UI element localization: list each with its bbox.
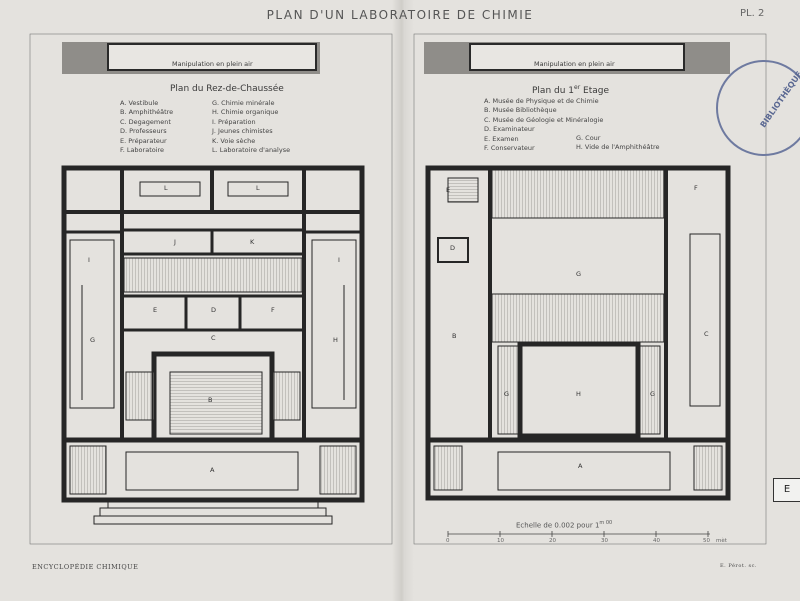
right-plan-title: Plan du 1er Etage (532, 84, 609, 96)
legend-item: C. Musée de Géologie et Minéralogie (484, 115, 604, 124)
room-label-B-upper: B (452, 332, 457, 340)
right-plan-title-tail: Etage (580, 86, 610, 96)
room-label-D: D (211, 306, 217, 314)
scale-unit: mèt (716, 538, 727, 544)
room-label-B: B (208, 396, 213, 404)
scale-tick-1: 10 (497, 538, 504, 544)
plate-number: PL. 2 (740, 8, 765, 19)
scale-tick-2: 20 (549, 538, 556, 544)
room-label-E: E (153, 306, 158, 314)
right-outdoor-area (424, 42, 730, 74)
left-legend-col2: G. Chimie minérale H. Chimie organique I… (212, 99, 290, 155)
page-marker: E (773, 478, 800, 502)
right-plan-title-sup: er (574, 84, 581, 91)
library-stamp (716, 60, 800, 156)
room-label-D-upper: D (450, 244, 456, 252)
scale-tick-5: 50 (703, 538, 710, 544)
legend-item: D. Professeurs (120, 127, 167, 136)
room-label-F: F (271, 306, 275, 314)
footer-publisher: ENCYCLOPÉDIE CHIMIQUE (32, 563, 139, 571)
scale-label-sup: m 00 (599, 520, 613, 526)
right-building (425, 165, 731, 501)
left-plate-frame (29, 33, 393, 545)
legend-item: F. Laboratoire (120, 146, 165, 155)
left-legend-col1: A. Vestibule B. Amphithéâtre C. Degageme… (120, 99, 173, 155)
legend-item: A. Musée de Physique et de Chimie (484, 97, 599, 105)
legend-item: H. Vide de l'Amphithéâtre (576, 143, 660, 152)
legend-item: B. Musée Bibliothèque (484, 106, 557, 115)
room-label-G-left: G (504, 390, 510, 398)
page-fold (392, 0, 414, 601)
right-legend-col2: G. Cour H. Vide de l'Amphithéâtre (576, 134, 660, 153)
legend-item: B. Amphithéâtre (120, 108, 174, 117)
room-label-C-upper: C (704, 330, 709, 338)
scale-tick-3: 30 (601, 538, 608, 544)
room-label-A-upper: A (578, 462, 583, 470)
room-label-A: A (210, 466, 215, 474)
scale-bar (447, 531, 710, 537)
left-outdoor-label: Manipulation en plein air (172, 60, 253, 68)
room-label-F-upper: F (694, 184, 698, 192)
legend-item: G. Cour (576, 134, 601, 142)
right-outdoor-label: Manipulation en plein air (534, 60, 615, 68)
scale-tick-0: 0 (446, 538, 450, 544)
legend-item: E. Examen (484, 134, 519, 143)
room-label-E-upper: E (446, 186, 451, 194)
right-plan-title-main: Plan du 1 (532, 86, 575, 96)
legend-item: I. Préparation (212, 117, 256, 126)
footer-engraver: E. Pérot. sc. (720, 563, 757, 569)
legend-item: K. Voie sèche (212, 136, 256, 145)
scale-tick-4: 40 (653, 538, 660, 544)
left-building (61, 165, 365, 525)
room-label-K: K (250, 238, 255, 246)
room-label-H: H (333, 336, 338, 344)
legend-item: L. Laboratoire d'analyse (212, 146, 291, 155)
legend-item: J. Jeunes chimistes (212, 127, 273, 136)
room-label-L2: L (256, 184, 260, 192)
legend-item: G. Chimie minérale (212, 99, 275, 107)
room-label-L1: L (164, 184, 168, 192)
plate-title: PLAN D'UN LABORATOIRE DE CHIMIE (266, 8, 534, 22)
room-label-G: G (90, 336, 96, 344)
scale-label: Echelle de 0.002 pour 1m 00 (516, 520, 612, 529)
room-label-J: J (174, 238, 176, 246)
room-label-H-upper: H (576, 390, 581, 398)
legend-item: H. Chimie organique (212, 108, 279, 117)
room-label-C: C (211, 334, 216, 342)
left-plan-title: Plan du Rez-de-Chaussée (170, 84, 284, 94)
right-plate-frame (413, 33, 767, 545)
room-label-I2: I (338, 256, 340, 264)
left-outdoor-area (62, 42, 320, 74)
room-label-I1: I (88, 256, 90, 264)
legend-item: F. Conservateur (484, 144, 535, 153)
legend-item: D. Examinateur (484, 125, 535, 134)
legend-item: A. Vestibule (120, 99, 159, 107)
room-label-G-top: G (576, 270, 582, 278)
scale-label-text: Echelle de 0.002 pour 1 (516, 521, 600, 530)
legend-item: E. Préparateur (120, 136, 167, 145)
room-label-G-right: G (650, 390, 656, 398)
legend-item: C. Degagement (120, 117, 171, 126)
right-legend-col1: A. Musée de Physique et de Chimie B. Mus… (484, 97, 603, 153)
